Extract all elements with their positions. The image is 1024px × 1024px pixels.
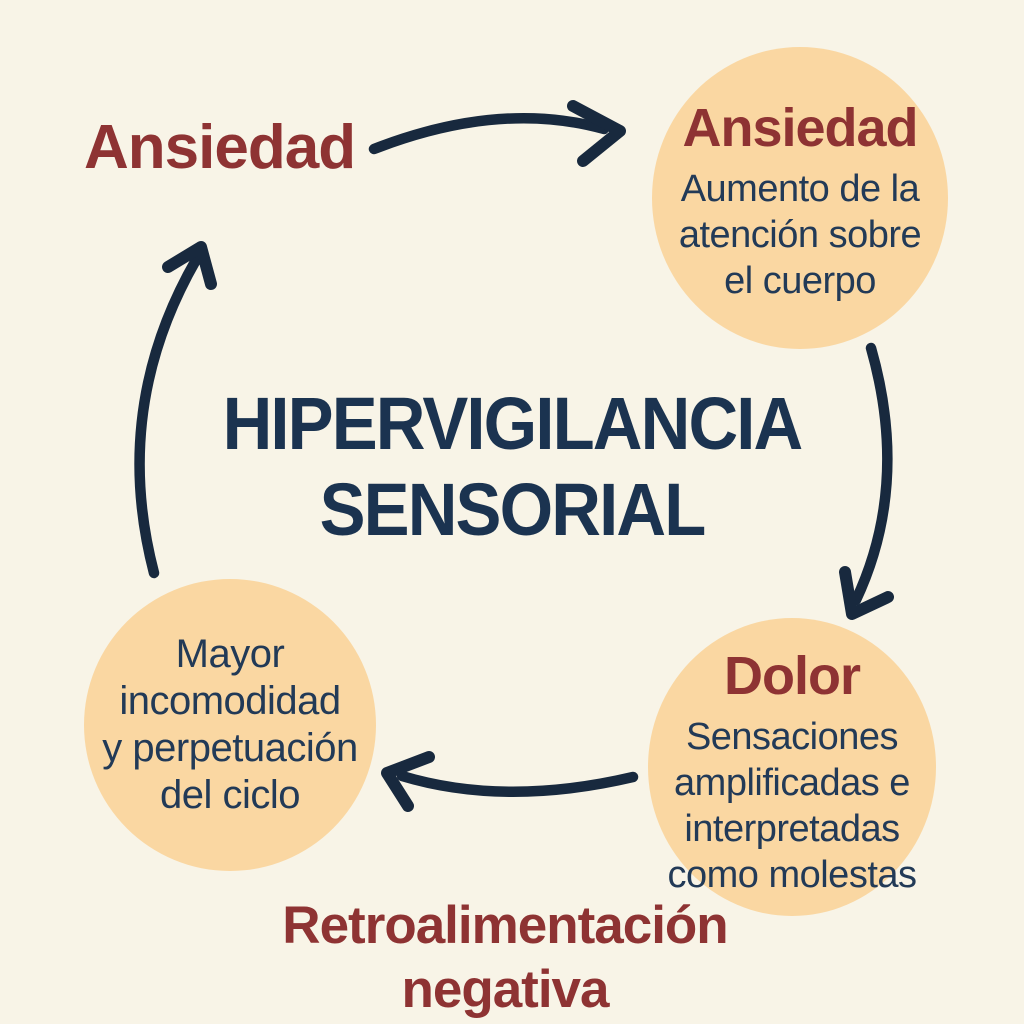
node-body-line: amplificadas e [674,762,910,804]
cycle-caption: Retroalimentación negativa [0,894,1010,1022]
cycle-node-dolor: Dolor Sensaciones amplificadas e interpr… [648,618,936,916]
node-body: Sensaciones amplificadas e interpretadas… [667,714,917,898]
node-body-line: interpretadas [684,808,900,850]
node-body-line: incomodidad [119,679,341,723]
node-body: Aumento de la atención sobre el cuerpo [678,166,922,304]
diagram-title: HIPERVIGILANCIA SENSORIAL [0,381,1024,553]
diagram-title-line2: SENSORIAL [319,468,707,551]
curved-arrow-right-icon [368,100,626,167]
node-heading-dolor: Dolor [724,646,861,706]
node-body-line: Mayor [175,632,285,676]
node-body-line: del ciclo [159,773,301,817]
node-body-line: como molestas [667,854,917,896]
cycle-node-incomodidad: Mayor incomodidad y perpetuación del cic… [84,579,376,871]
cycle-node-ansiedad-atencion: Ansiedad Aumento de la atención sobre el… [652,47,948,349]
node-body: Mayor incomodidad y perpetuación del cic… [102,631,358,819]
curved-arrow-left-icon [381,751,639,812]
node-body-line: Sensaciones [685,716,899,758]
cycle-caption-line2: negativa [401,960,609,1019]
cycle-caption-line1: Retroalimentación [282,896,728,955]
cycle-start-label-ansiedad: Ansiedad [84,113,356,182]
node-body-line: el cuerpo [724,260,876,302]
node-heading-ansiedad: Ansiedad [682,98,918,158]
diagram-title-line1: HIPERVIGILANCIA [222,382,804,465]
node-body-line: y perpetuación [102,726,358,770]
node-body-line: Aumento de la [680,168,920,210]
node-body-line: atención sobre [678,214,922,256]
